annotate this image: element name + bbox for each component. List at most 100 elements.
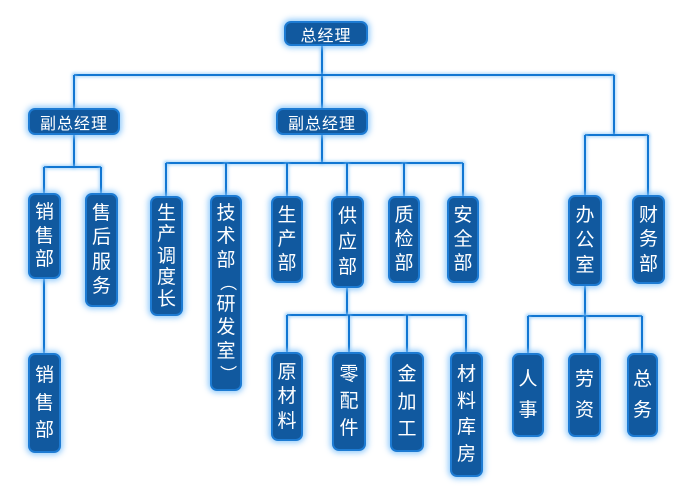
node-label-char: 调: [156, 244, 176, 267]
org-node-sales-dept: 销售部: [28, 193, 61, 279]
org-node-vice-gm-center: 副总经理: [276, 108, 368, 135]
node-label-char: 全: [453, 228, 473, 250]
connector-line: [647, 135, 649, 195]
node-label-char: 室: [216, 339, 236, 362]
node-label-char: 应: [337, 230, 357, 253]
connector-line: [527, 316, 529, 353]
node-label-char: 质: [394, 204, 414, 226]
node-label-char: 财: [638, 203, 658, 226]
connector-line: [346, 163, 348, 196]
connector-line: [321, 135, 323, 163]
node-label-char: 室: [575, 254, 595, 276]
org-node-personnel: 人事: [512, 353, 544, 437]
node-label-char: 发: [216, 316, 236, 339]
org-node-material-warehouse: 材料库房: [450, 352, 483, 477]
node-label-char: 检: [394, 228, 414, 250]
node-label-char: 资: [574, 399, 594, 421]
org-node-after-sales: 售后服务: [85, 193, 118, 307]
node-label-char: 原: [277, 360, 297, 383]
node-label-char: 部: [638, 252, 658, 275]
node-label-char: 金: [397, 363, 417, 386]
node-label-char: 部: [277, 252, 297, 274]
node-label-char: 劳: [574, 368, 594, 390]
node-label-char: 销: [34, 200, 54, 223]
node-label-char: 度: [156, 266, 176, 288]
node-label-char: 公: [575, 229, 595, 251]
node-label-char: 产: [277, 228, 297, 250]
node-paren-char: （: [216, 273, 237, 291]
connector-line: [73, 75, 75, 108]
connector-line: [462, 163, 464, 196]
connector-line: [585, 134, 648, 136]
connector-line: [348, 315, 350, 352]
connector-line: [165, 163, 167, 196]
node-label-char: 售: [91, 201, 111, 224]
connector-line: [403, 163, 405, 196]
node-label-char: 人: [518, 368, 538, 390]
connector-line: [346, 288, 348, 315]
node-label-char: 技: [216, 202, 236, 225]
connector-line: [43, 167, 45, 193]
org-node-tech-dept: 技术部（研发室）: [210, 195, 242, 391]
node-label-char: 供: [337, 205, 357, 228]
node-label-char: 售: [34, 391, 54, 414]
node-label-char: 办: [575, 204, 595, 226]
node-label-char: 总: [632, 368, 652, 390]
org-node-gm: 总经理: [284, 21, 368, 46]
node-label-char: 务: [638, 228, 658, 250]
org-node-labor-wages: 劳资: [568, 353, 601, 437]
node-label-char: 配: [339, 390, 359, 412]
org-node-quality-dept: 质检部: [388, 196, 420, 283]
connector-line: [286, 315, 288, 352]
org-node-finance-dept: 财务部: [632, 195, 665, 284]
connector-line: [406, 315, 408, 352]
node-label-char: 务: [91, 275, 111, 298]
node-label-char: 加: [397, 390, 417, 413]
node-label-char: 料: [277, 409, 297, 432]
node-label-char: 材: [277, 385, 297, 407]
org-node-supply-dept: 供应部: [331, 196, 364, 288]
node-label-char: 工: [397, 417, 417, 440]
node-label-char: 生: [277, 204, 297, 226]
org-node-vice-gm-left: 副总经理: [28, 108, 120, 135]
connector-line: [613, 75, 615, 135]
node-label-char: 安: [453, 204, 473, 226]
node-label-char: 后: [91, 226, 111, 249]
node-label-char: 部: [34, 418, 54, 441]
connector-line: [74, 74, 614, 76]
connector-line: [225, 163, 227, 195]
node-label-char: 部: [453, 252, 473, 274]
connector-line: [166, 162, 463, 164]
node-label-char: 库: [456, 416, 476, 439]
node-label-char: 生: [156, 201, 176, 224]
org-node-spare-parts: 零配件: [332, 352, 366, 451]
connector-line: [465, 315, 467, 352]
org-node-safety-dept: 安全部: [447, 196, 479, 283]
org-node-raw-materials: 原材料: [271, 352, 303, 441]
connector-line: [321, 45, 323, 108]
org-node-office: 办公室: [568, 195, 602, 286]
org-node-metal-processing: 金加工: [390, 352, 424, 452]
connector-line: [44, 166, 101, 168]
node-label-char: 研: [216, 293, 236, 316]
node-label-char: 部: [216, 248, 236, 271]
connector-line: [641, 316, 643, 353]
node-label-char: 房: [456, 443, 476, 466]
node-label-char: 事: [518, 399, 538, 421]
node-label-char: 材: [456, 362, 476, 385]
node-label-char: 服: [91, 250, 111, 273]
connector-line: [584, 286, 586, 316]
connector-line: [287, 314, 466, 316]
connector-line: [73, 135, 75, 167]
connector-line: [584, 135, 586, 195]
node-label-char: 件: [339, 417, 359, 439]
connector-line: [584, 316, 586, 353]
org-node-general-affairs: 总务: [627, 353, 658, 437]
node-label-char: 术: [216, 225, 236, 248]
connector-line: [286, 163, 288, 196]
org-node-production-dept: 生产部: [271, 196, 303, 283]
node-label-char: 部: [394, 252, 414, 274]
node-label-char: 售: [34, 224, 54, 247]
node-label-char: 销: [34, 364, 54, 387]
